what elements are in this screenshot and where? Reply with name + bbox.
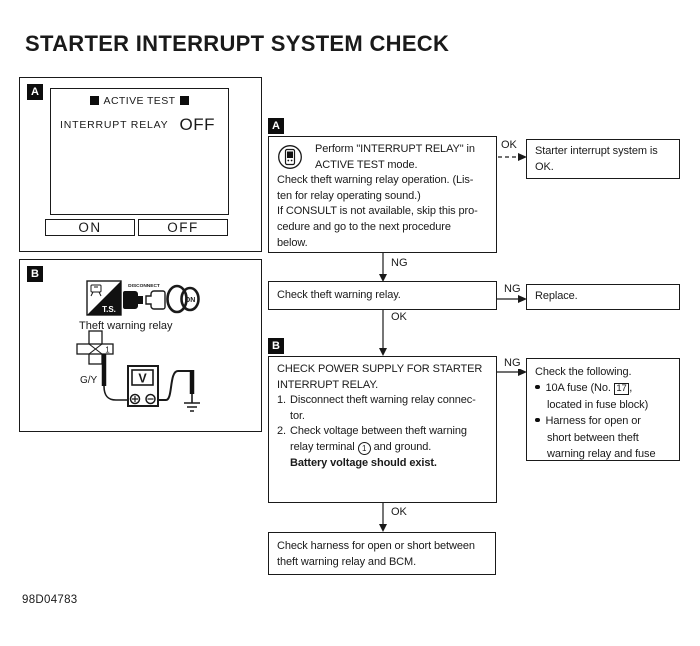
item-number: 2.: [277, 425, 286, 438]
step-a-line: cedure and go to the next procedure: [277, 220, 451, 233]
relay-state-value: OFF: [179, 115, 215, 134]
item-text: 10A fuse (No.: [545, 382, 611, 395]
step-a-line: Perform "INTERRUPT RELAY" in: [315, 143, 475, 155]
svg-text:ON: ON: [185, 297, 196, 304]
off-button: OFF: [138, 219, 228, 236]
ground-symbol: [184, 402, 200, 412]
harness-check-box: Check harness for open or short between …: [268, 532, 496, 575]
item-text: Disconnect theft warning relay connec-: [290, 394, 476, 407]
ok-label: OK: [499, 139, 519, 151]
theft-relay-illustration-panel: B T.S. DISCONNECT ON Th: [19, 259, 262, 432]
flow-step-a-box: Perform "INTERRUPT RELAY" in ACTIVE TEST…: [268, 136, 497, 253]
step-a-line: ACTIVE TEST mode.: [315, 158, 418, 171]
step-b-item: tor.: [290, 409, 305, 422]
item-number: 1.: [277, 394, 286, 407]
check-following-item: Harness for open or: [535, 413, 679, 429]
flow-step-b-box: CHECK POWER SUPPLY FOR STARTER INTERRUPT…: [268, 356, 497, 503]
ng-label: NG: [502, 357, 523, 369]
item-text: Check voltage between theft warning: [290, 425, 467, 438]
consult-device-icon: [278, 145, 302, 169]
step-a-line: Check theft warning relay operation. (Li…: [277, 174, 474, 187]
check-relay-box: Check theft warning relay.: [268, 281, 497, 310]
active-test-header: ACTIVE TEST: [51, 95, 228, 107]
result-ok-box: Starter interrupt system is OK.: [526, 139, 680, 179]
step-b-title: CHECK POWER SUPPLY FOR STARTER: [277, 363, 483, 375]
ok-label: OK: [389, 506, 409, 518]
bullet-icon: [535, 417, 540, 423]
step-b-item: 1. Disconnect theft warning relay connec-: [277, 393, 496, 409]
check-following-title: Check the following.: [535, 366, 632, 378]
svg-text:1: 1: [105, 346, 110, 355]
consult-screen: ACTIVE TEST INTERRUPT RELAY OFF: [50, 88, 229, 215]
result-ok-line: OK.: [535, 160, 554, 173]
item-text: relay terminal: [290, 440, 355, 453]
black-square-icon: [180, 96, 190, 105]
wire-color-label: G/Y: [80, 375, 98, 386]
replace-text: Replace.: [535, 290, 578, 303]
result-ok-line: Starter interrupt system is: [535, 145, 658, 157]
check-following-item: warning relay and fuse: [547, 448, 656, 461]
bullet-icon: [535, 384, 540, 390]
flow-step-b-tag: B: [268, 338, 284, 354]
panel-b-tag: B: [27, 266, 43, 282]
step-a-line: below.: [277, 236, 308, 249]
step-b-item: 2. Check voltage between theft warning: [277, 424, 496, 440]
voltmeter-icon: V: [127, 365, 159, 407]
step-a-line: If CONSULT is not available, skip this p…: [277, 205, 478, 218]
fuse-number-box: 17: [613, 383, 630, 396]
check-following-item: short between theft: [547, 431, 639, 444]
harness-check-line: theft warning relay and BCM.: [277, 555, 417, 568]
check-following-box: Check the following. 10A fuse (No.17, lo…: [526, 358, 680, 461]
disconnect-icon: DISCONNECT: [123, 283, 166, 310]
ts-tool-icon: T.S.: [86, 280, 122, 316]
interrupt-relay-label: INTERRUPT RELAY: [60, 119, 169, 131]
harness-check-line: Check harness for open or short between: [277, 540, 475, 552]
step-b-title: INTERRUPT RELAY.: [277, 378, 379, 391]
step-a-line: ten for relay operating sound.): [277, 189, 421, 202]
item-text: and ground.: [373, 440, 432, 453]
ng-label: NG: [502, 283, 523, 295]
check-following-item: 10A fuse (No.17,: [535, 380, 679, 396]
relay-connector: 1: [76, 330, 114, 365]
ng-label: NG: [389, 257, 410, 269]
page-title: STARTER INTERRUPT SYSTEM CHECK: [25, 31, 450, 56]
document-code: 98D04783: [22, 594, 78, 606]
black-square-icon: [89, 96, 99, 105]
check-following-item: located in fuse block): [547, 398, 649, 411]
svg-text:V: V: [138, 372, 147, 386]
check-relay-text: Check theft warning relay.: [277, 288, 401, 301]
replace-box: Replace.: [526, 284, 680, 310]
item-text: Harness for open or: [545, 415, 641, 428]
svg-text:T.S.: T.S.: [102, 305, 116, 314]
panel-a-tag: A: [27, 84, 43, 100]
flow-step-a-tag: A: [268, 118, 284, 134]
ignition-key-on-icon: ON: [166, 284, 200, 314]
step-b-bold-note: Battery voltage should exist.: [290, 456, 437, 469]
consult-display-panel: A ACTIVE TEST INTERRUPT RELAY OFF ON OFF: [19, 77, 262, 252]
active-test-label: ACTIVE TEST: [103, 95, 176, 107]
item-text: ,: [629, 382, 633, 395]
ok-label: OK: [389, 311, 409, 323]
relay-caption: Theft warning relay: [79, 320, 173, 332]
relay-status-row: INTERRUPT RELAY OFF: [51, 115, 228, 135]
svg-text:DISCONNECT: DISCONNECT: [128, 283, 160, 289]
on-button: ON: [45, 219, 135, 236]
terminal-1-circle: 1: [357, 442, 371, 456]
relay-test-illustration: T.S. DISCONNECT ON Theft warning relay: [76, 280, 200, 412]
